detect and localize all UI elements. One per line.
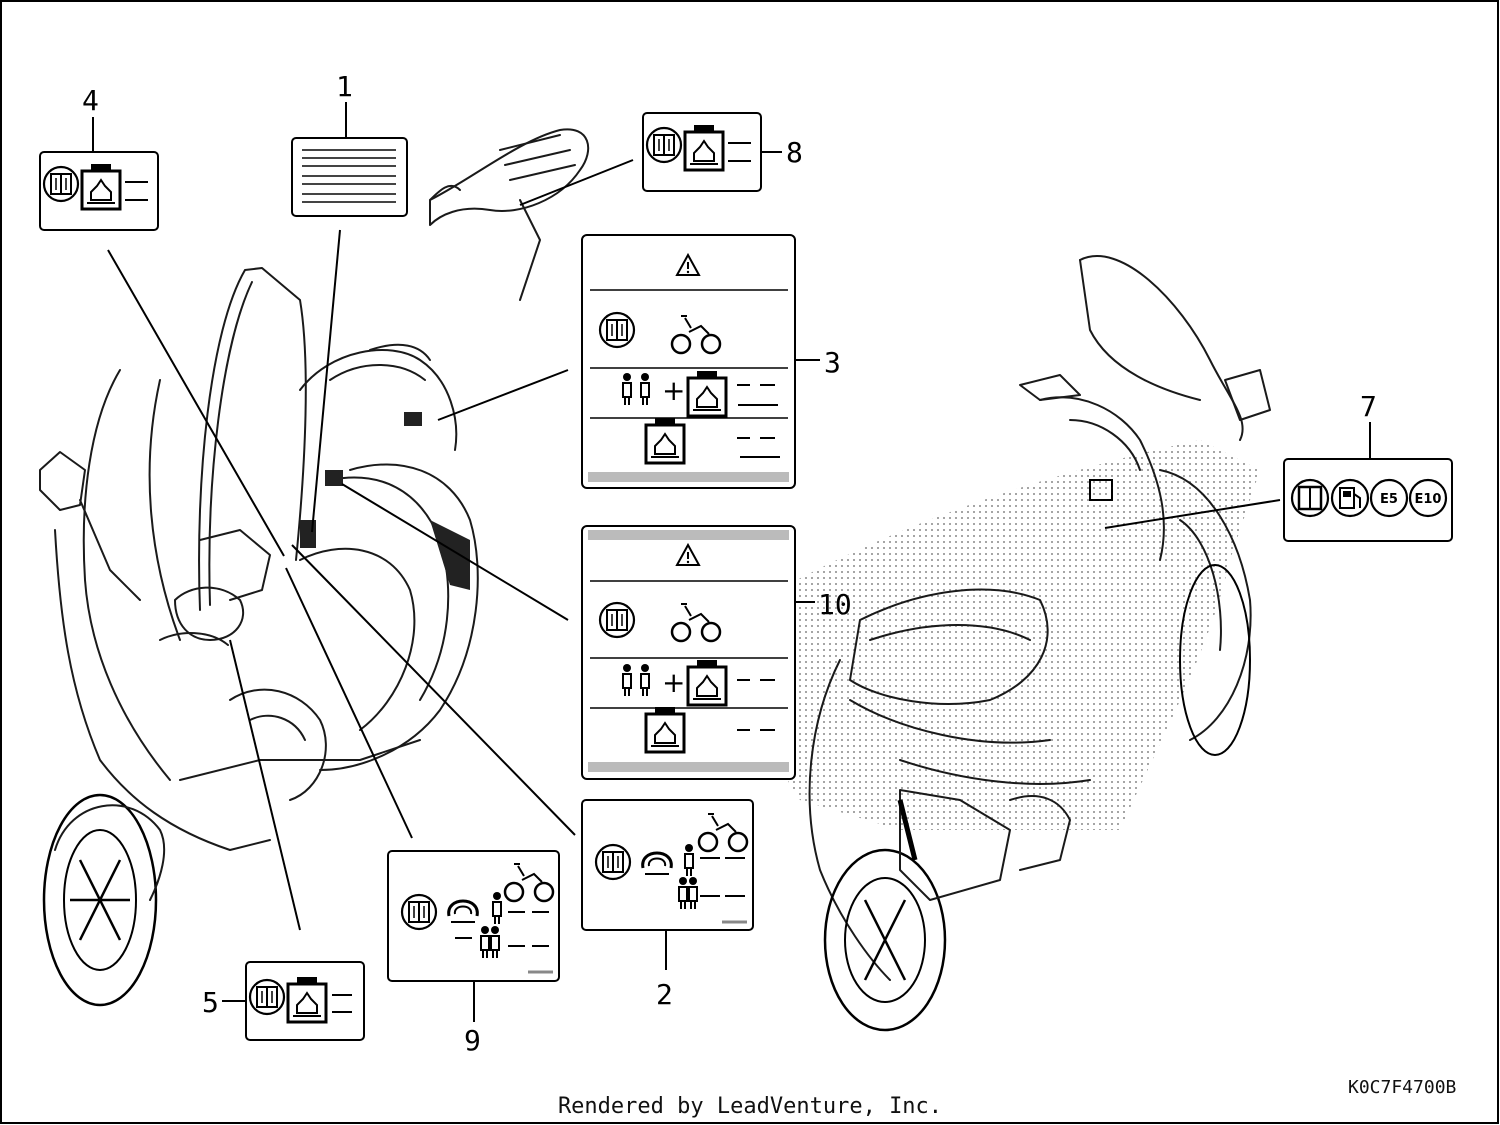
- callout-1: 1: [336, 70, 353, 103]
- part-code: K0C7F4700B: [1348, 1077, 1456, 1098]
- fuel-e5-icon: E5: [1369, 478, 1409, 518]
- fuel-pump-icon: [1330, 478, 1370, 518]
- callout-9: 9: [464, 1024, 481, 1057]
- manual-icon: [1290, 478, 1330, 518]
- svg-text:E5: E5: [1380, 492, 1398, 507]
- callout-2: 2: [656, 978, 673, 1011]
- svg-text:+: +: [662, 666, 685, 699]
- label-2[interactable]: [581, 799, 754, 931]
- svg-text:E10: E10: [1415, 492, 1442, 507]
- label-8[interactable]: [642, 112, 762, 192]
- callout-4: 4: [82, 84, 99, 117]
- label-4[interactable]: [39, 151, 159, 231]
- callout-5: 5: [202, 986, 219, 1019]
- leader-lines: [92, 102, 1371, 1022]
- scooter-left: [39, 267, 479, 1007]
- callout-8: 8: [786, 136, 803, 169]
- label-9[interactable]: [387, 850, 560, 982]
- label-7[interactable]: E5 E10: [1283, 458, 1453, 542]
- scooter-right: [760, 255, 1271, 1032]
- callout-7: 7: [1360, 390, 1377, 423]
- label-10[interactable]: +: [581, 525, 796, 780]
- callout-3: 3: [824, 346, 841, 379]
- label-1[interactable]: [291, 137, 408, 217]
- footer-credit: Rendered by LeadVenture, Inc.: [558, 1094, 942, 1119]
- callout-10: 10: [818, 588, 852, 621]
- label-5[interactable]: [245, 961, 365, 1041]
- svg-text:+: +: [662, 374, 685, 407]
- label-3[interactable]: +: [581, 234, 796, 489]
- fuel-e10-icon: E10: [1408, 478, 1448, 518]
- rear-carrier: [429, 128, 590, 301]
